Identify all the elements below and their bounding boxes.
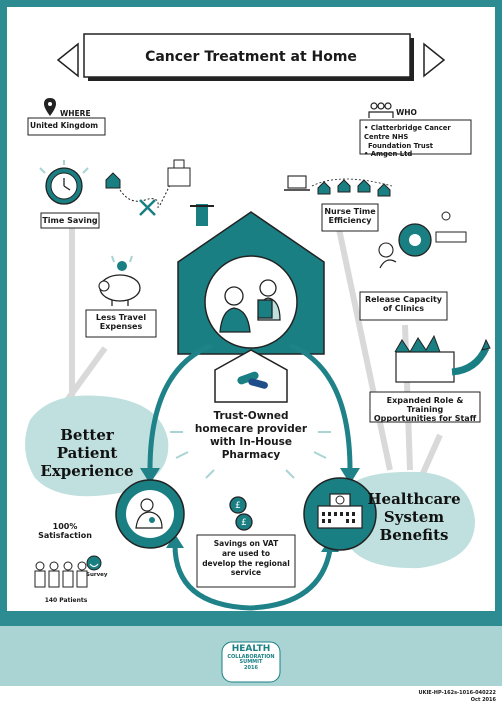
health-line-2: System [383, 508, 445, 526]
who-list: • Clatterbridge Cancer Centre NHS Founda… [364, 124, 470, 159]
release-line-2: of Clinics [382, 304, 425, 314]
health-line-3: Benefits [379, 526, 449, 544]
time-saving-box [40, 212, 100, 229]
summit-logo [221, 641, 281, 683]
nurse-line-1: Nurse Time [324, 207, 376, 216]
travel-line-1: Less Travel [95, 313, 147, 322]
laptop-houses-icon [284, 175, 393, 197]
role-line-2: Opportunities for Staff [373, 414, 477, 424]
savings-line-2: are used to [221, 548, 271, 558]
better-patient-experience: Better Patient Experience [32, 426, 142, 480]
better-line-2: Patient [56, 444, 118, 462]
clock-icon [39, 160, 89, 205]
center-line-2: homecare provider [194, 423, 308, 436]
coin-icons: £ £ [229, 496, 253, 531]
location-pin-icon [44, 98, 56, 116]
nurse-label: Nurse Time Efficiency [322, 207, 378, 225]
who-label: WHO [396, 108, 417, 117]
logo-year: 2016 [244, 664, 258, 671]
code-line-1: UKIE-HP-162s-1016-040222 [418, 690, 496, 696]
people-icon [368, 102, 394, 118]
satisfaction-line-1: 100% [52, 522, 78, 531]
release-line-1: Release Capacity [364, 295, 443, 304]
hospital-circle-icon [303, 477, 377, 551]
center-line-4: Pharmacy [221, 449, 281, 462]
staff-team-icon [394, 334, 491, 383]
svg-text:£: £ [241, 518, 247, 528]
system-blob [340, 471, 476, 569]
savings-line-3: develop the regional [202, 558, 290, 568]
who-item-1: • Clatterbridge Cancer Centre NHS [364, 124, 451, 141]
pharmacist-icon [219, 279, 281, 333]
nurse-line-2: Efficiency [328, 216, 372, 226]
role-box [369, 391, 481, 423]
center-rays [170, 431, 331, 479]
who-item-2: Foundation Trust [368, 141, 433, 150]
route-icon [105, 159, 191, 216]
time-saving-label: Time Saving [42, 216, 98, 225]
logo-line-3: SUMMIT [239, 659, 263, 666]
survey-label: Survey [86, 572, 108, 578]
release-box [359, 291, 448, 321]
savings-line-1: Savings on VAT [213, 539, 279, 548]
page-title: Cancer Treatment at Home [145, 49, 357, 65]
code-line-2: Oct 2016 [470, 696, 496, 703]
savings-box [196, 534, 296, 588]
where-label: WHERE [60, 109, 91, 118]
savings-label: Savings on VAT are used to develop the r… [197, 539, 295, 578]
center-line-3: with In-House [209, 436, 293, 449]
who-item-3: • Amgen Ltd [364, 150, 413, 159]
center-line-1: Trust-Owned [213, 410, 289, 422]
where-value: United Kingdom [30, 121, 99, 130]
travel-box [85, 309, 157, 338]
role-label: Expanded Role & Training Opportunities f… [370, 396, 480, 424]
logo-line-2: COLLABORATION [227, 653, 275, 660]
health-line-1: Healthcare [367, 490, 461, 508]
svg-text:£: £ [235, 501, 241, 511]
satisfaction-line-2: Satisfaction [38, 531, 92, 541]
nurse-box [321, 203, 379, 232]
center-description: Trust-Owned homecare provider with In-Ho… [180, 410, 322, 463]
patients-count: 140 Patients [44, 597, 88, 604]
flow-arrows [147, 342, 353, 611]
patient-blob [25, 395, 169, 497]
satisfaction-label: 100% Satisfaction [30, 522, 100, 540]
savings-line-4: service [230, 568, 262, 578]
clinic-capacity-icon [378, 211, 467, 269]
where-box [27, 117, 106, 136]
better-line-1: Better [60, 426, 114, 444]
logo-text: HEALTH COLLABORATION SUMMIT 2016 [222, 644, 280, 671]
who-box [359, 119, 472, 155]
footer-band-white [0, 686, 502, 715]
survey-smiley-icon [86, 555, 102, 571]
document-code: UKIE-HP-162s-1016-040222 Oct 2016 [390, 690, 496, 703]
travel-line-2: Expenses [99, 322, 143, 332]
healthcare-system-benefits: Healthcare System Benefits [362, 490, 466, 544]
travel-label: Less Travel Expenses [86, 313, 156, 331]
title-banner [56, 33, 446, 81]
piggy-bank-icon [98, 255, 141, 306]
patients-group-icon [34, 561, 88, 588]
logo-line-1: HEALTH [231, 644, 271, 654]
release-label: Release Capacity of Clinics [360, 295, 447, 313]
role-line-1: Expanded Role & Training [386, 396, 464, 415]
patient-circle-icon [115, 479, 185, 549]
better-line-3: Experience [40, 462, 134, 480]
